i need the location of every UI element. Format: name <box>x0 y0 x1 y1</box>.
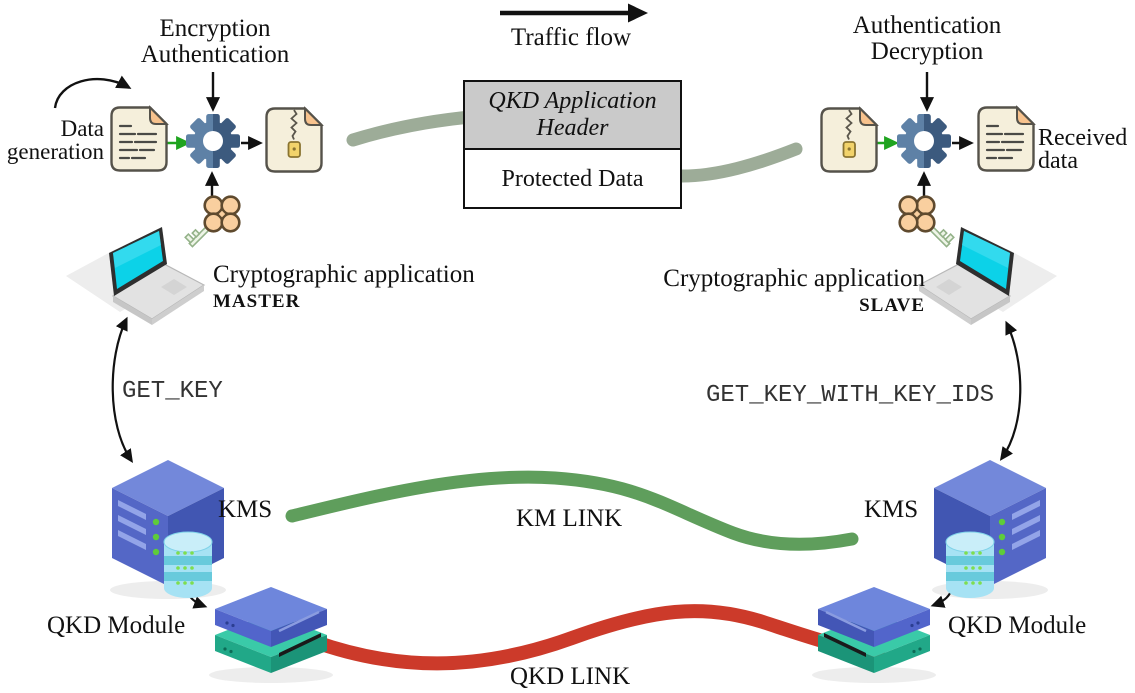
locked-document-icon <box>820 107 878 173</box>
traffic-flow-label: Traffic flow <box>510 24 632 51</box>
received-line1: Received <box>1038 125 1128 151</box>
data-generation-label: Data generation <box>0 117 104 163</box>
qkd-link-label: QKD LINK <box>510 663 631 690</box>
app-role-slave: SLAVE <box>859 295 925 316</box>
encrypt-line2: Authentication <box>140 41 290 68</box>
packet-structure: QKD Application Header Protected Data <box>463 80 682 209</box>
kms-right-label: KMS <box>864 496 919 523</box>
document-icon <box>110 106 168 172</box>
qkd-link-curve <box>303 604 885 671</box>
data-generation-arrow <box>53 75 132 109</box>
locked-document-icon <box>265 107 323 173</box>
packet-payload: Protected Data <box>501 165 644 192</box>
payload-stream-right <box>671 142 803 183</box>
encrypt-line1: Encryption <box>159 15 271 42</box>
app-title: Cryptographic application <box>213 261 475 288</box>
laptop-icon <box>918 226 1058 326</box>
laptop-icon <box>65 226 205 326</box>
document-icon <box>977 106 1035 172</box>
gear-icon <box>897 114 951 168</box>
km-link-label: KM LINK <box>516 505 623 532</box>
qkd-module-right-label: QKD Module <box>948 612 1087 639</box>
decrypt-line1: Authentication <box>852 12 1002 39</box>
get-key-with-key-ids-call-label: GET_KEY_WITH_KEY_IDS <box>706 382 995 409</box>
km-link-curve <box>285 470 859 551</box>
qkd-module-left-label: QKD Module <box>47 612 186 639</box>
data-generation-line1: Data <box>60 116 104 141</box>
received-data-label: Received data <box>1038 125 1135 174</box>
packet-header: QKD Application Header <box>465 82 680 150</box>
server-database-icon <box>931 459 1049 600</box>
app-title: Cryptographic application <box>663 265 925 292</box>
get-key-arrow-right <box>999 320 1022 461</box>
server-database-icon <box>109 459 227 600</box>
data-generation-line2: generation <box>6 139 104 164</box>
key-icon <box>898 195 957 248</box>
get-key-arrow-left <box>111 316 133 463</box>
traffic-flow-arrow <box>500 3 648 23</box>
key-icon <box>182 195 241 248</box>
stacked-module-icon <box>810 585 938 685</box>
encrypt-process-label: Encryption Authentication <box>100 16 330 68</box>
app-role-master: MASTER <box>213 291 301 312</box>
get-key-call-label: GET_KEY <box>122 378 223 405</box>
payload-stream-left <box>346 110 477 147</box>
crypto-app-master-label: Cryptographic application MASTER <box>213 261 475 313</box>
crypto-app-slave-label: Cryptographic application SLAVE <box>645 265 925 317</box>
gear-icon <box>186 114 240 168</box>
decrypt-process-label: Authentication Decryption <box>812 13 1042 65</box>
stacked-module-icon <box>207 585 335 685</box>
received-line2: data <box>1038 148 1078 174</box>
kms-left-label: KMS <box>218 496 273 523</box>
decrypt-line2: Decryption <box>870 38 984 65</box>
